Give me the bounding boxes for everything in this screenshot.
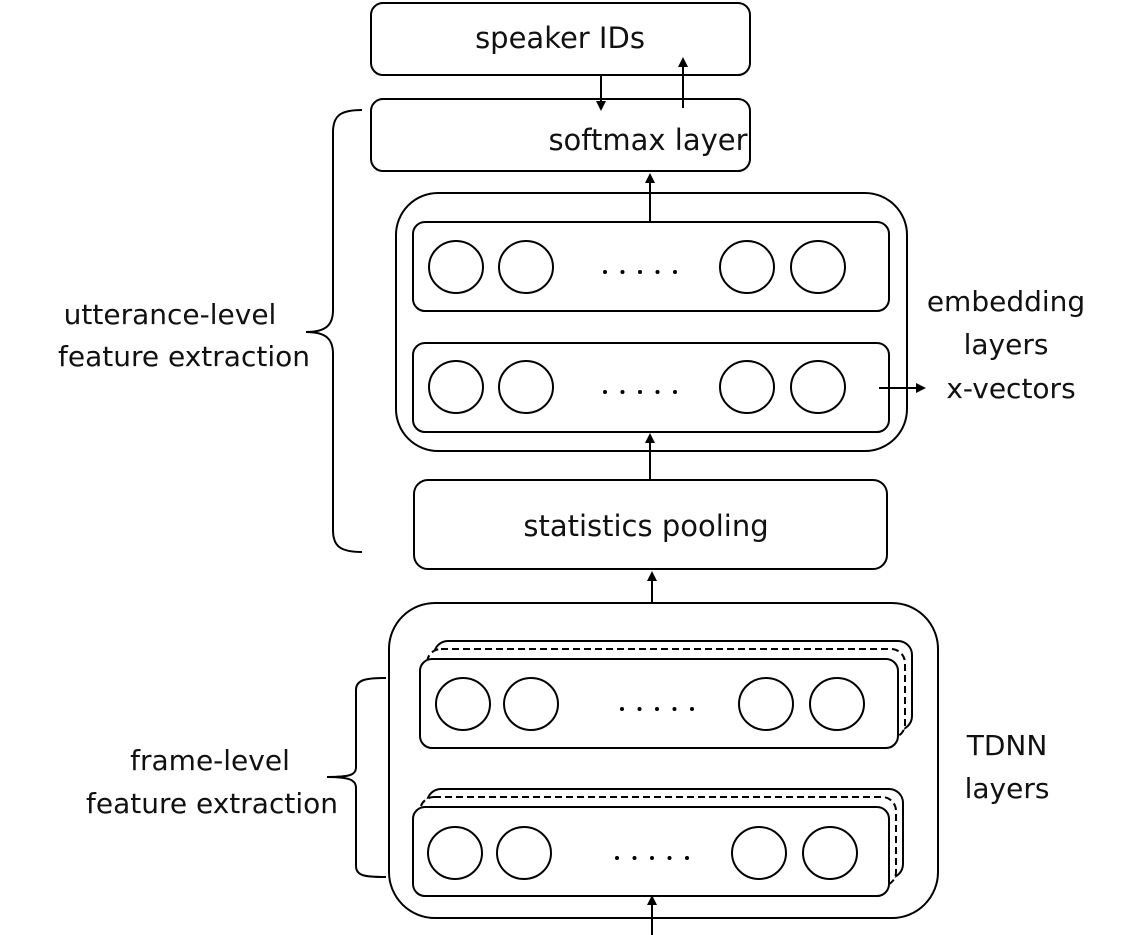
ellipsis-dot bbox=[685, 856, 689, 860]
ellipsis-dot bbox=[620, 707, 624, 711]
speaker-ids-node: speaker IDs bbox=[370, 2, 751, 76]
softmax-label: softmax layer bbox=[548, 123, 747, 157]
softmax-node: softmax layer bbox=[370, 98, 751, 172]
ellipsis-dot bbox=[638, 270, 642, 274]
xvectors-label: x-vectors bbox=[946, 372, 1075, 405]
tdnn-layer-1 bbox=[419, 640, 913, 749]
neuron-icon bbox=[790, 240, 846, 294]
speaker-ids-label: speaker IDs bbox=[475, 21, 645, 55]
ellipsis-dot bbox=[615, 856, 619, 860]
ellipsis-dot bbox=[650, 856, 654, 860]
neuron-icon bbox=[802, 826, 858, 880]
embedding-layers-label: embedding layers bbox=[927, 285, 1085, 361]
ellipsis-dot bbox=[673, 270, 677, 274]
neuron-icon bbox=[790, 360, 846, 414]
utterance-level-label-1: utterance-level bbox=[64, 298, 277, 331]
ellipsis-dot bbox=[690, 707, 694, 711]
embedding-layer-1 bbox=[412, 221, 890, 312]
statistics-pooling-label: statistics pooling bbox=[523, 509, 768, 543]
svg-text:TDNN: TDNN bbox=[966, 729, 1048, 762]
neuron-icon bbox=[719, 240, 775, 294]
neuron-icon bbox=[738, 677, 794, 731]
ellipsis-dot bbox=[655, 707, 659, 711]
utterance-level-label-2: feature extraction bbox=[58, 340, 310, 373]
frame-level-label-1: frame-level bbox=[130, 744, 290, 777]
neuron-icon bbox=[498, 240, 554, 294]
neuron-icon bbox=[503, 677, 559, 731]
neuron-icon bbox=[435, 677, 491, 731]
neuron-icon bbox=[498, 360, 554, 414]
svg-text:embedding: embedding bbox=[927, 285, 1085, 318]
ellipsis-dot bbox=[655, 270, 660, 274]
ellipsis-dot bbox=[603, 270, 607, 274]
ellipsis-dot bbox=[637, 707, 642, 711]
utterance-level-brace: utterance-level feature extraction bbox=[58, 109, 363, 553]
ellipsis-dot bbox=[603, 390, 607, 394]
embedding-layer-2 bbox=[412, 342, 890, 433]
svg-text:layers: layers bbox=[964, 328, 1049, 361]
ellipsis-dot bbox=[620, 390, 625, 394]
embedding-layers-group bbox=[395, 192, 908, 452]
neuron-icon bbox=[496, 826, 552, 880]
neuron-icon bbox=[719, 360, 775, 414]
neuron-icon bbox=[427, 826, 483, 880]
statistics-pooling-node: statistics pooling bbox=[413, 479, 888, 570]
svg-text:layers: layers bbox=[965, 772, 1050, 805]
ellipsis-dot bbox=[638, 390, 642, 394]
ellipsis-dot bbox=[655, 390, 660, 394]
ellipsis-dot bbox=[667, 856, 672, 860]
ellipsis-dot bbox=[672, 707, 677, 711]
neuron-icon bbox=[731, 826, 787, 880]
ellipsis-dot bbox=[673, 390, 677, 394]
ellipsis-dot bbox=[620, 270, 625, 274]
ellipsis-dot bbox=[632, 856, 637, 860]
neuron-icon bbox=[809, 677, 865, 731]
tdnn-layer-2 bbox=[412, 788, 904, 897]
neuron-icon bbox=[428, 240, 484, 294]
tdnn-layers-label: TDNN layers bbox=[965, 729, 1050, 805]
frame-level-brace: frame-level feature extraction bbox=[86, 677, 387, 878]
frame-level-label-2: feature extraction bbox=[86, 787, 338, 820]
neuron-icon bbox=[428, 360, 484, 414]
tdnn-layers-group bbox=[388, 602, 939, 919]
